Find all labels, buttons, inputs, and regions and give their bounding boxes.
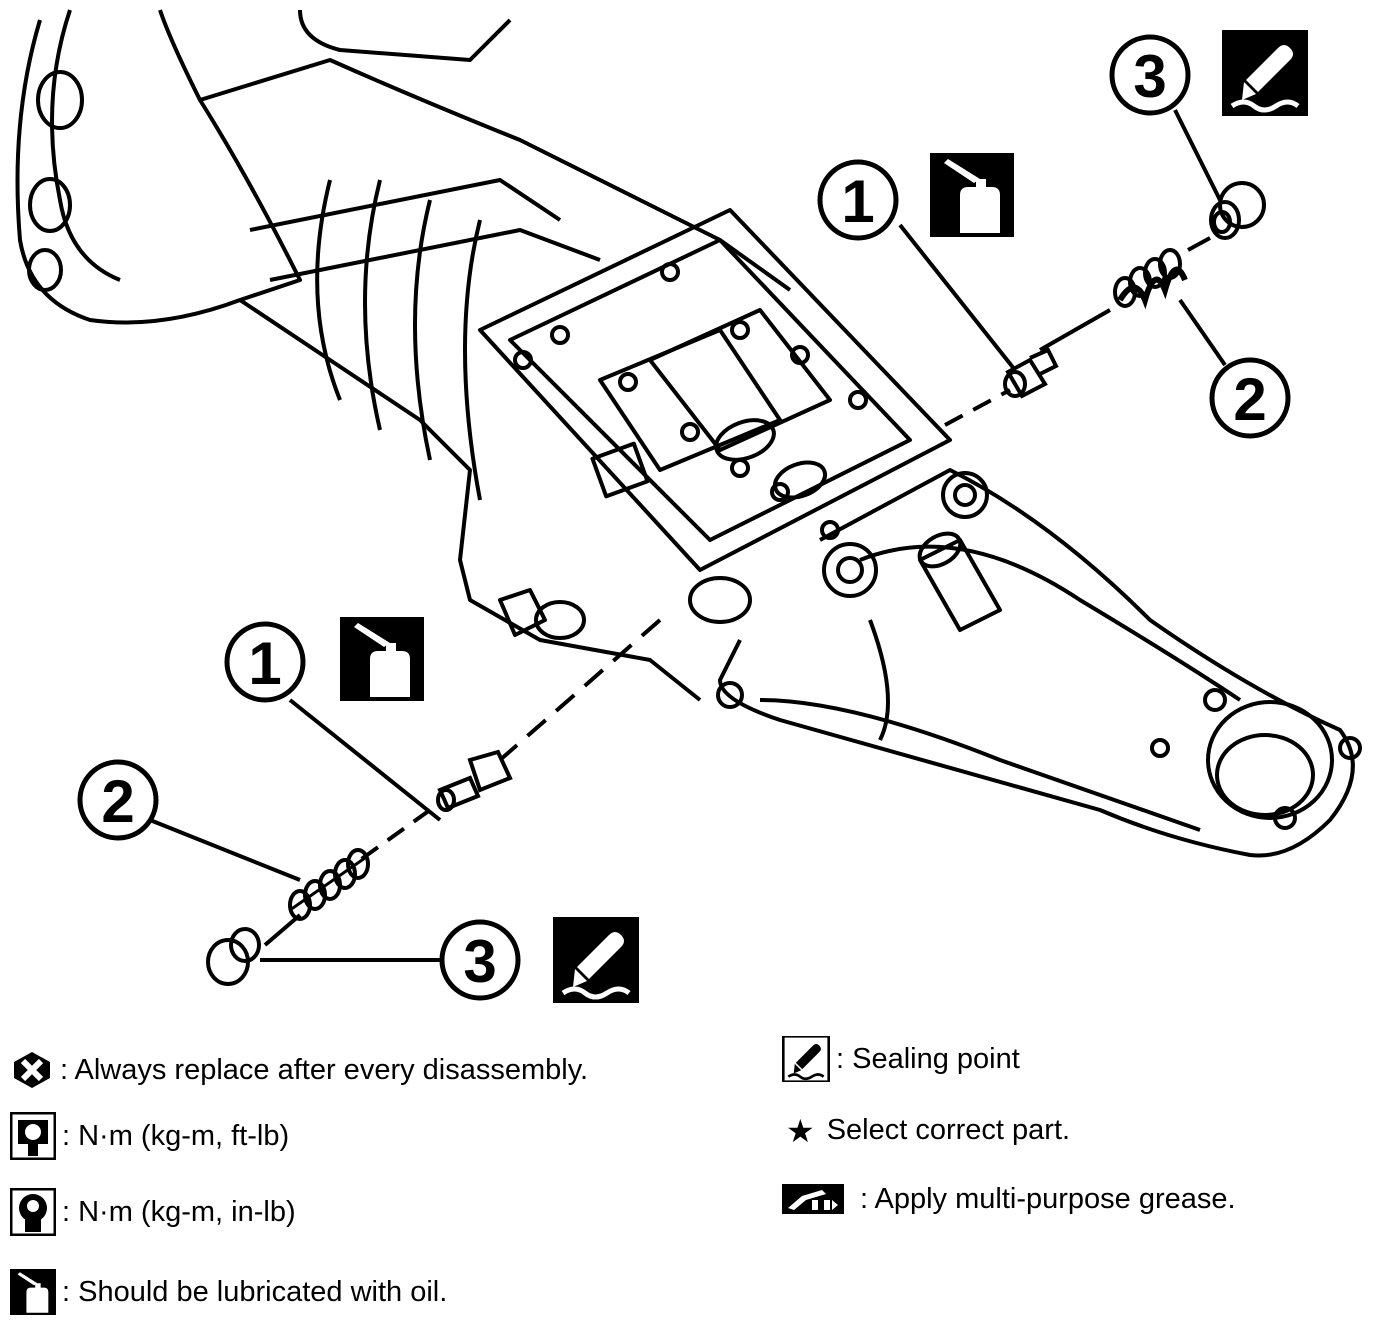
plug-upper [1209, 181, 1266, 240]
legend-torque-ftlb-text: : N·m (kg-m, ft-lb) [62, 1119, 290, 1152]
plug-lower [206, 927, 261, 986]
transmission-housing [15, 9, 1362, 858]
replace-x-icon [14, 1052, 50, 1088]
callout-3-lower: 3 [439, 919, 521, 1001]
callout-2-lower: 2 [77, 759, 159, 841]
check-ball-plunger-lower [436, 749, 513, 812]
legend-grease: : Apply multi-purpose grease. [782, 1182, 1236, 1216]
oil-can-icon [10, 1269, 56, 1315]
legend-select-text: Select correct part. [826, 1114, 1071, 1146]
torque-wrench-icon [10, 1112, 56, 1160]
star-icon: ★ [786, 1112, 815, 1149]
legend-torque-inlb-text: : N·m (kg-m, in-lb) [62, 1195, 296, 1228]
legend-oil-text: : Should be lubricated with oil. [62, 1275, 448, 1308]
check-ball-plunger-upper [1003, 347, 1059, 399]
callout-1-lower-label: 1 [248, 630, 281, 697]
callout-2-lower-label: 2 [101, 768, 134, 835]
legend-torque-inlb: : N·m (kg-m, in-lb) [10, 1188, 296, 1236]
legend-sealing: : Sealing point [782, 1036, 1020, 1082]
detent-spring-lower [288, 848, 370, 921]
lower-detent-assembly [149, 618, 662, 986]
oil-can-icon [930, 153, 1014, 237]
callout-3-upper-label: 3 [1133, 43, 1166, 110]
legend-sealing-text: : Sealing point [836, 1042, 1020, 1075]
sealant-tube-icon [553, 917, 639, 1003]
upper-detent-assembly [898, 109, 1266, 427]
callout-1-upper: 1 [817, 159, 899, 241]
sealant-tube-icon [1222, 30, 1308, 116]
oil-can-icon [340, 617, 424, 701]
callout-3-lower-label: 3 [463, 928, 496, 995]
legend-oil: : Should be lubricated with oil. [10, 1266, 447, 1318]
legend-replace-text: : Always replace after every disassembly… [60, 1053, 589, 1086]
legend-select: ★ Select correct part. [786, 1114, 1070, 1147]
legend-grease-text: : Apply multi-purpose grease. [860, 1182, 1236, 1215]
grease-icon [782, 1184, 844, 1214]
detent-spring-upper [1113, 248, 1188, 310]
sealant-tube-icon [782, 1036, 830, 1082]
legend-torque-ftlb: : N·m (kg-m, ft-lb) [10, 1112, 289, 1160]
exploded-view-diagram: 1 3 2 1 2 3 [15, 9, 1362, 1040]
callout-2-upper: 2 [1209, 357, 1291, 439]
callout-1-upper-label: 1 [841, 168, 874, 235]
legend-replace: : Always replace after every disassembly… [10, 1050, 588, 1090]
callout-1-lower: 1 [224, 621, 306, 703]
torque-wrench-icon [10, 1188, 56, 1236]
callout-3-upper: 3 [1109, 34, 1191, 116]
callout-2-upper-label: 2 [1233, 366, 1266, 433]
